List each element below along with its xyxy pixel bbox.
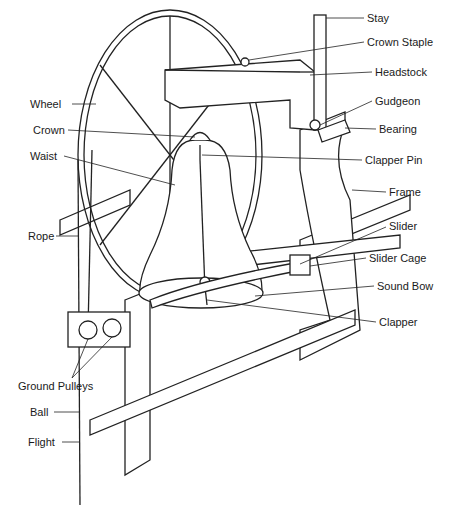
ground-pulley <box>79 321 97 339</box>
wheel-rim <box>78 10 262 300</box>
leader-line <box>56 236 78 237</box>
leader-line <box>68 130 195 137</box>
frame-beam <box>60 190 130 235</box>
leader-line <box>54 412 80 413</box>
part-label: Clapper <box>379 316 418 329</box>
headstock <box>165 15 350 142</box>
gudgeon <box>310 120 320 130</box>
slider <box>150 255 310 308</box>
part-label: Sound Bow <box>377 280 433 293</box>
part-label: Bearing <box>379 123 417 136</box>
part-label: Wheel <box>30 98 61 111</box>
leader-line <box>345 128 376 129</box>
headstock-edge <box>300 71 315 72</box>
slider-bar <box>150 262 302 308</box>
part-label: Waist <box>30 150 57 163</box>
leader-line <box>352 190 386 192</box>
leader-line <box>202 155 362 160</box>
leader-line <box>207 300 376 322</box>
wheel <box>78 10 262 300</box>
leader-line <box>64 156 175 185</box>
headstock-edge <box>165 70 300 72</box>
part-label: Crown <box>33 124 65 137</box>
part-label: Crown Staple <box>367 36 433 49</box>
rope <box>88 150 92 330</box>
leader-line <box>62 442 80 443</box>
part-label: Frame <box>389 186 421 199</box>
leader-line <box>249 42 364 60</box>
leader-line <box>310 258 366 266</box>
ground-pulley <box>103 319 121 337</box>
part-label: Ground Pulleys <box>18 380 93 393</box>
part-label: Gudgeon <box>375 95 420 108</box>
crown-staple <box>241 58 249 66</box>
leader-line <box>310 72 372 75</box>
crown <box>190 133 210 141</box>
bell-body <box>140 140 262 295</box>
clapper <box>200 160 205 290</box>
stay <box>314 15 326 130</box>
leader-line <box>72 337 112 378</box>
rope-and-pulleys <box>68 150 130 505</box>
leader-line <box>326 18 364 19</box>
pulley-block <box>68 312 130 347</box>
part-label: Stay <box>367 12 389 25</box>
leader-line <box>72 104 96 105</box>
part-label: Flight <box>28 436 55 449</box>
part-label: Slider <box>389 220 417 233</box>
leader-line <box>255 286 374 296</box>
leader-line <box>320 101 372 125</box>
slider-cage <box>290 255 310 275</box>
part-label: Ball <box>30 406 48 419</box>
frame <box>60 112 410 475</box>
part-label: Rope <box>28 230 54 243</box>
leader-lines <box>54 18 386 442</box>
part-label: Slider Cage <box>369 252 426 265</box>
part-label: Headstock <box>375 66 427 79</box>
leader-line <box>72 339 88 378</box>
part-label: Clapper Pin <box>365 154 422 167</box>
clapper-pin <box>199 145 200 160</box>
headstock-block <box>165 60 315 130</box>
